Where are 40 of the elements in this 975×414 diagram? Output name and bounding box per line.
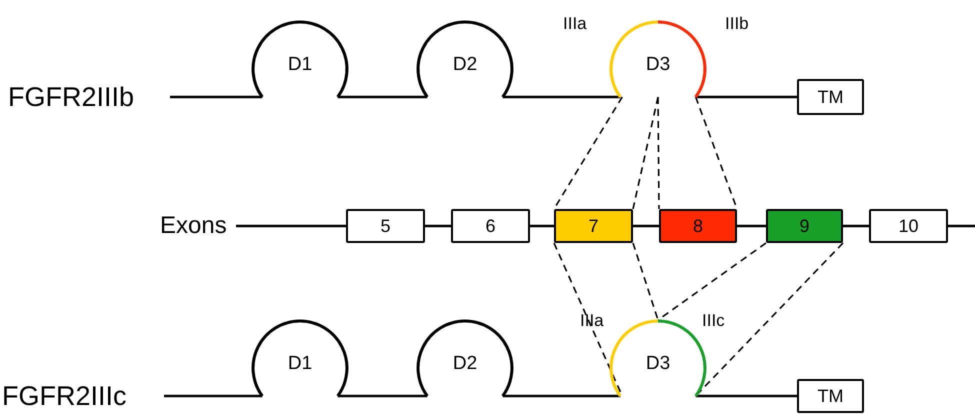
backbone-line xyxy=(164,394,262,398)
domain-label: D2 xyxy=(452,354,478,373)
domain-label: D1 xyxy=(288,55,312,74)
backbone-line xyxy=(633,224,659,228)
region-label: IIIa xyxy=(563,15,587,32)
backbone-line xyxy=(696,394,797,398)
exon-block: 9 xyxy=(766,209,843,243)
domain-label: D3 xyxy=(646,55,670,74)
backbone-line xyxy=(502,394,620,398)
exon-block: 7 xyxy=(554,209,633,243)
row-label: Exons xyxy=(160,211,227,241)
backbone-line xyxy=(236,224,346,228)
region-label: IIIc xyxy=(702,312,725,329)
transmembrane-block: TM xyxy=(797,79,864,115)
dashed-connector xyxy=(632,96,659,210)
backbone-line xyxy=(948,224,975,228)
domain-label: D1 xyxy=(288,354,312,373)
transmembrane-block: TM xyxy=(797,379,864,413)
dashed-connector xyxy=(657,97,660,209)
backbone-line xyxy=(425,224,451,228)
domain-label: D3 xyxy=(646,354,670,373)
region-label: IIIb xyxy=(725,15,749,32)
dashed-connector xyxy=(658,242,766,321)
domain-label: D2 xyxy=(452,55,478,74)
backbone-line xyxy=(338,96,428,98)
exon-block: 5 xyxy=(346,209,425,243)
dashed-connector xyxy=(632,242,659,320)
exon-block: 8 xyxy=(659,209,737,243)
exon-block: 6 xyxy=(451,209,530,243)
backbone-line xyxy=(502,96,620,98)
backbone-line xyxy=(338,394,428,398)
backbone-line xyxy=(737,224,766,228)
backbone-line xyxy=(843,224,869,228)
backbone-line xyxy=(530,224,554,228)
backbone-line xyxy=(696,96,797,98)
region-label: IIIa xyxy=(580,312,604,329)
row-label: FGFR2IIIc xyxy=(2,381,127,411)
row-label: FGFR2IIIb xyxy=(8,82,134,112)
backbone-line xyxy=(170,96,262,98)
exon-block: 10 xyxy=(869,209,948,243)
